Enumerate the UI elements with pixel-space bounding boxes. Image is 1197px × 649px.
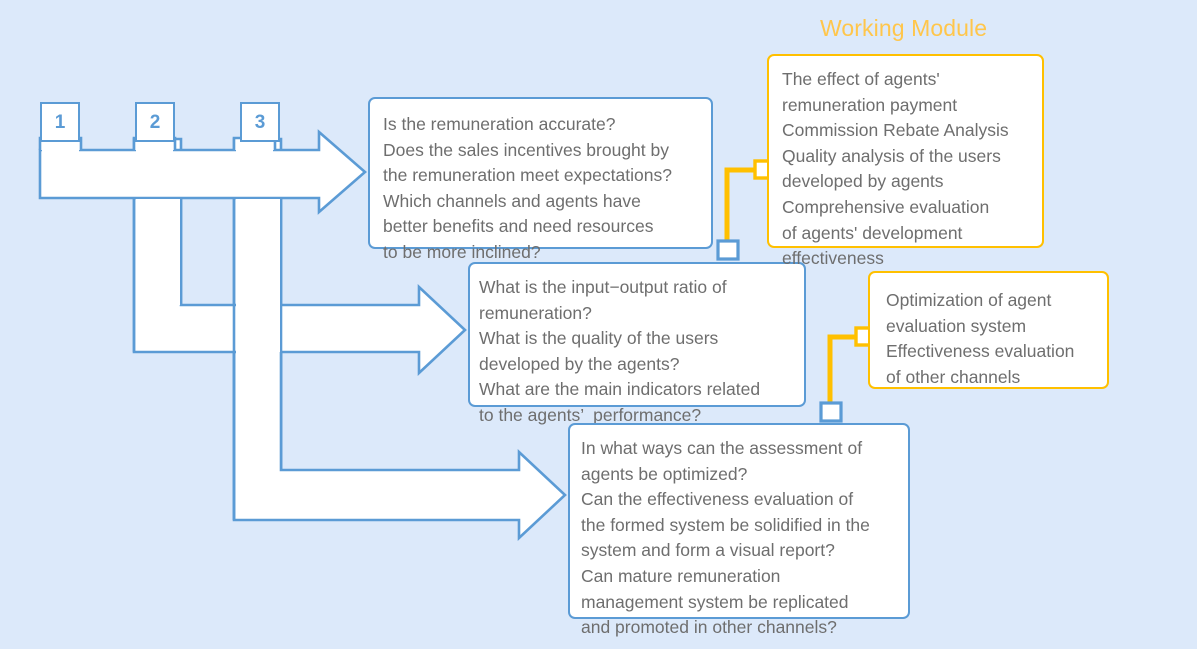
module-box-2: Optimization of agent evaluation system … xyxy=(868,271,1109,389)
stage-tab-3[interactable]: 3 xyxy=(240,102,280,142)
lane-risers xyxy=(132,198,283,520)
stage-tab-1-label: 1 xyxy=(54,111,66,133)
module-box-1: The effect of agents' remuneration payme… xyxy=(767,54,1044,268)
module-connector-1 xyxy=(716,159,779,261)
stage-tab-2-label: 2 xyxy=(149,111,161,133)
module-connector-1-anchor xyxy=(716,239,740,261)
working-module-title: Working Module xyxy=(820,15,988,41)
stage-tab-3-label: 3 xyxy=(254,111,266,133)
question-box-2: What is the input−output ratio of remune… xyxy=(468,262,806,425)
stage-tab-2[interactable]: 2 xyxy=(135,102,175,142)
module-connector-2-anchor xyxy=(819,401,843,423)
question-box-3: In what ways can the assessment of agent… xyxy=(568,423,910,637)
stage-tab-1[interactable]: 1 xyxy=(40,102,80,142)
process-arrow-1 xyxy=(38,129,367,215)
question-box-1: Is the remuneration accurate? Does the s… xyxy=(368,97,713,262)
module-connector-2 xyxy=(819,326,880,423)
